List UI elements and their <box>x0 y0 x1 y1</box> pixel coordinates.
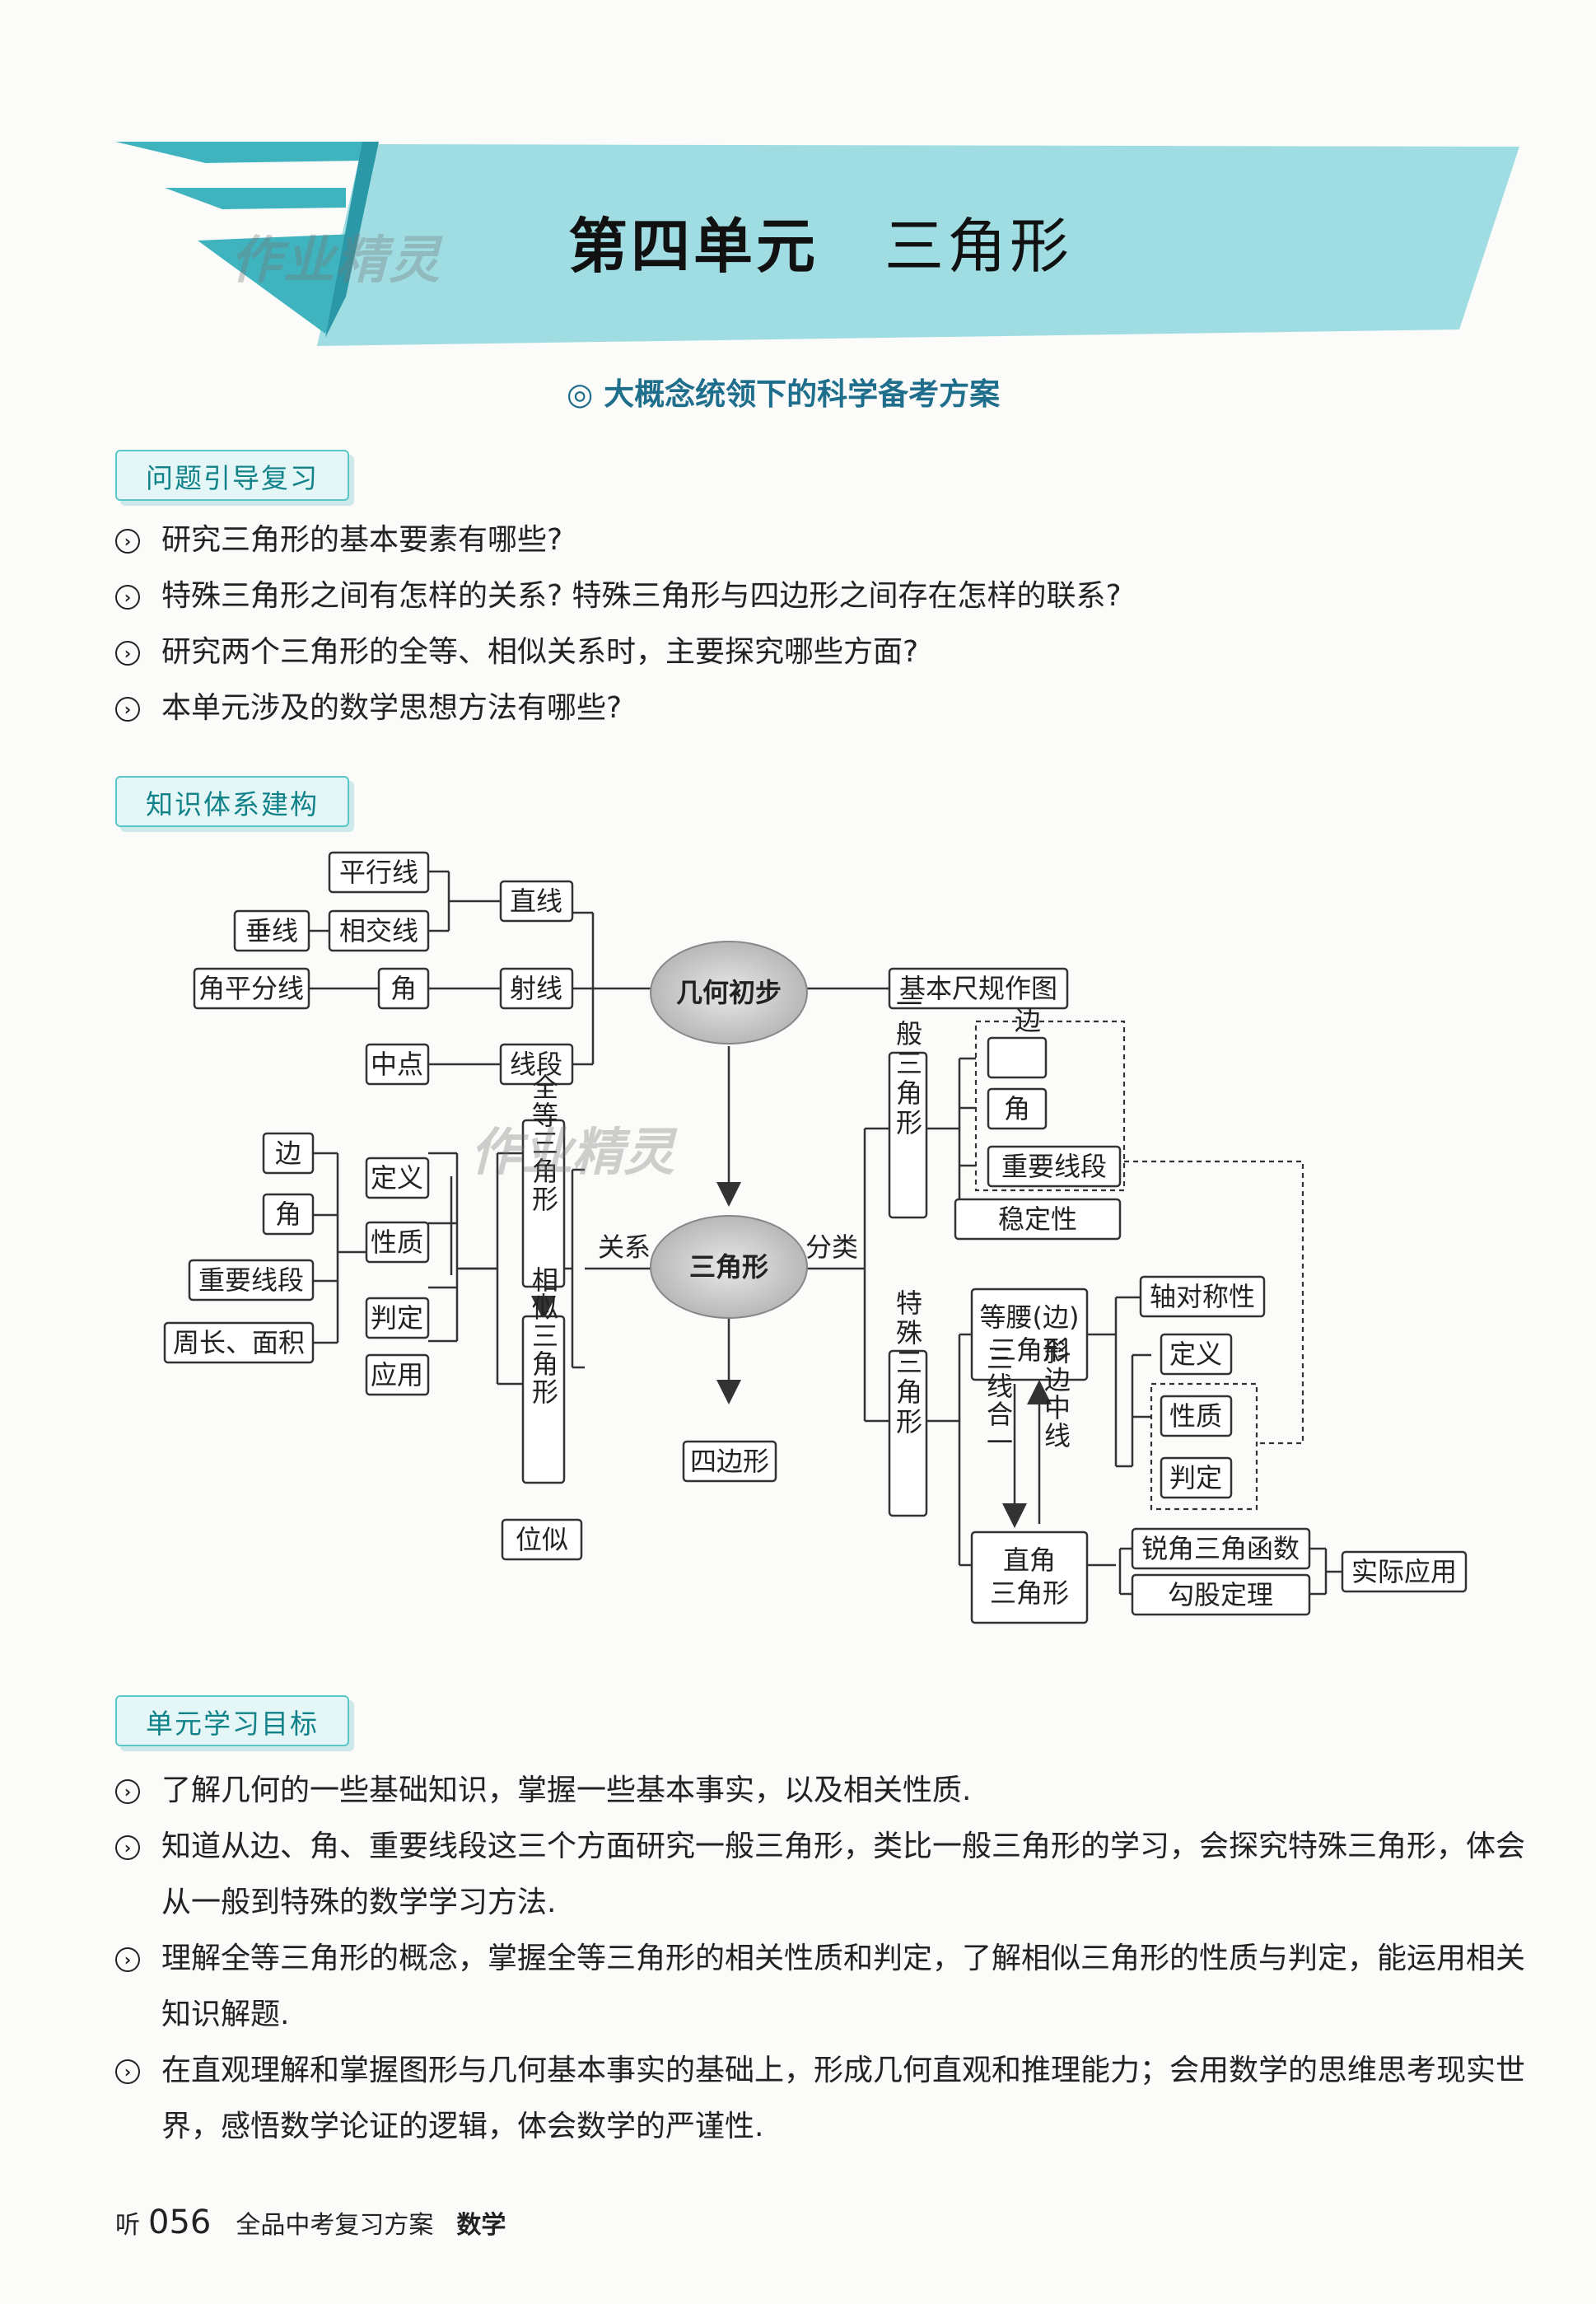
node-practical: 实际应用 <box>1351 1556 1457 1587</box>
node-general-triangle: 一般三角形 <box>892 990 923 1138</box>
page-number: 056 <box>148 2204 212 2241</box>
label-hypotenuse-median: 斜边中线 <box>1040 1338 1071 1450</box>
node-sp-criterion: 判定 <box>1169 1462 1222 1493</box>
node-homothety: 位似 <box>516 1524 568 1555</box>
page-title: 第四单元三角形 <box>568 198 1072 284</box>
goal-text: 了解几何的一些基础知识，掌握一些基本事实，以及相关性质. <box>161 1774 972 1807</box>
node-side: 边 <box>275 1138 301 1169</box>
goal-text: 知道从边、角、重要线段这三个方面研究一般三角形，类比一般三角形的学习，会探究特殊… <box>161 1830 1526 1919</box>
node-sp-property: 性质 <box>1169 1400 1222 1432</box>
arrow-bullet-icon: › <box>115 2059 140 2084</box>
arrow-bullet-icon: › <box>115 585 140 610</box>
node-intersecting: 相交线 <box>339 915 418 946</box>
list-item: › 研究两个三角形的全等、相似关系时，主要探究哪些方面? <box>115 631 1548 687</box>
arrow-bullet-icon: › <box>115 641 140 666</box>
label-three-in-one: 三线合一 <box>982 1344 1014 1456</box>
list-item: › 研究三角形的基本要素有哪些? <box>115 519 1548 575</box>
node-perimeter-area: 周长、面积 <box>173 1327 305 1358</box>
arrow-bullet-icon: › <box>115 1947 140 1972</box>
node-right-line1: 直角 <box>1003 1545 1056 1576</box>
watermark: 作业精灵 <box>231 230 442 290</box>
footer-prefix: 听 <box>115 2211 140 2240</box>
unit-label: 第四单元 <box>568 212 819 281</box>
node-application: 应用 <box>371 1359 423 1390</box>
arrow-bullet-icon: › <box>115 1835 140 1860</box>
watermark-map: 作业精灵 <box>470 1122 678 1182</box>
question-list: › 研究三角形的基本要素有哪些? › 特殊三角形之间有怎样的关系? 特殊三角形与四边… <box>115 519 1548 743</box>
node-perpendicular: 垂线 <box>245 915 298 946</box>
section-tag-label: 知识体系建构 <box>146 788 319 820</box>
node-isosceles-line1: 等腰(边) <box>980 1302 1080 1333</box>
goal-text: 理解全等三角形的概念，掌握全等三角形的相关性质和判定，了解相似三角形的性质与判定… <box>161 1942 1526 2031</box>
node-straight-line: 直线 <box>510 886 562 917</box>
arrow-bullet-icon: › <box>115 529 140 554</box>
node-quadrilateral: 四边形 <box>690 1446 769 1477</box>
label-relation: 关系 <box>598 1231 651 1263</box>
node-geometry-basics: 几何初步 <box>676 977 782 1008</box>
question-text: 本单元涉及的数学思想方法有哪些? <box>161 691 623 725</box>
list-item: › 在直观理解和掌握图形与几何基本事实的基础上，形成几何直观和推理能力；会用数学的… <box>115 2043 1548 2155</box>
section-tag-goals: 单元学习目标 <box>115 1695 349 1746</box>
node-ray: 射线 <box>510 973 562 1004</box>
node-angle: 角 <box>390 973 417 1004</box>
node-special-triangle: 特殊三角形 <box>892 1289 923 1437</box>
node-congruent: 全等三角形 <box>528 1073 559 1213</box>
node-isosceles-line2: 三角形 <box>990 1334 1069 1366</box>
list-item: › 知道从边、角、重要线段这三个方面研究一般三角形，类比一般三角形的学习，会探究特… <box>115 1819 1548 1931</box>
unit-name: 三角形 <box>884 212 1073 281</box>
section-tag-label: 单元学习目标 <box>146 1708 319 1740</box>
list-item: › 了解几何的一些基础知识，掌握一些基本事实，以及相关性质. <box>115 1763 1548 1819</box>
page-footer: 听 056 全品中考复习方案数学 <box>115 2204 506 2241</box>
concept-map: 平行线 垂线 相交线 直线 角平分线 角 射线 中点 线段 几何初步 基本尺规作… <box>163 851 1468 1624</box>
section-tag-label: 问题引导复习 <box>146 462 319 494</box>
node-midpoint: 中点 <box>371 1049 423 1080</box>
node-similar: 相似三角形 <box>528 1266 559 1406</box>
node-property: 性质 <box>371 1227 423 1258</box>
node-gen-key-segments: 重要线段 <box>1001 1151 1107 1182</box>
question-text: 特殊三角形之间有怎样的关系? 特殊三角形与四边形之间存在怎样的联系? <box>161 579 1122 613</box>
arrow-bullet-icon: › <box>115 1779 140 1804</box>
label-classify: 分类 <box>805 1231 858 1263</box>
node-right-line2: 三角形 <box>990 1577 1069 1609</box>
section-tag-knowledge: 知识体系建构 <box>115 776 349 827</box>
goal-text: 在直观理解和掌握图形与几何基本事实的基础上，形成几何直观和推理能力；会用数学的思… <box>161 2054 1526 2143</box>
node-triangle: 三角形 <box>689 1251 768 1283</box>
node-segment: 线段 <box>510 1049 562 1080</box>
arrow-bullet-icon: › <box>115 697 140 722</box>
node-gen-angle: 角 <box>1004 1093 1030 1124</box>
node-acute-trig: 锐角三角函数 <box>1141 1533 1300 1564</box>
book-title: 全品中考复习方案 <box>236 2211 434 2240</box>
node-gen-side: 边 <box>1015 1005 1041 1036</box>
question-text: 研究两个三角形的全等、相似关系时，主要探究哪些方面? <box>161 635 919 669</box>
list-item: › 特殊三角形之间有怎样的关系? 特殊三角形与四边形之间存在怎样的联系? <box>115 575 1548 631</box>
node-angle-left: 角 <box>275 1199 301 1230</box>
unit-banner <box>115 142 1519 346</box>
node-pythagorean: 勾股定理 <box>1168 1579 1273 1610</box>
node-definition: 定义 <box>371 1162 423 1194</box>
node-axial-symmetry: 轴对称性 <box>1150 1281 1255 1312</box>
goal-list: › 了解几何的一些基础知识，掌握一些基本事实，以及相关性质. › 知道从边、角、重要… <box>115 1763 1548 2155</box>
list-item: › 理解全等三角形的概念，掌握全等三角形的相关性质和判定，了解相似三角形的性质与判… <box>115 1931 1548 2043</box>
subtitle: ◎ 大概念统领下的科学备考方案 <box>567 376 1001 412</box>
section-tag-questions: 问题引导复习 <box>115 450 349 501</box>
node-angle-bisector: 角平分线 <box>198 973 304 1004</box>
node-parallel: 平行线 <box>339 857 418 888</box>
node-basic-construction: 基本尺规作图 <box>899 973 1057 1004</box>
subject: 数学 <box>456 2211 506 2240</box>
question-text: 研究三角形的基本要素有哪些? <box>161 523 563 557</box>
node-sp-definition: 定义 <box>1169 1339 1222 1370</box>
node-criterion: 判定 <box>371 1302 423 1334</box>
list-item: › 本单元涉及的数学思想方法有哪些? <box>115 687 1548 743</box>
node-stability: 稳定性 <box>998 1203 1077 1235</box>
node-key-segments: 重要线段 <box>198 1264 304 1296</box>
